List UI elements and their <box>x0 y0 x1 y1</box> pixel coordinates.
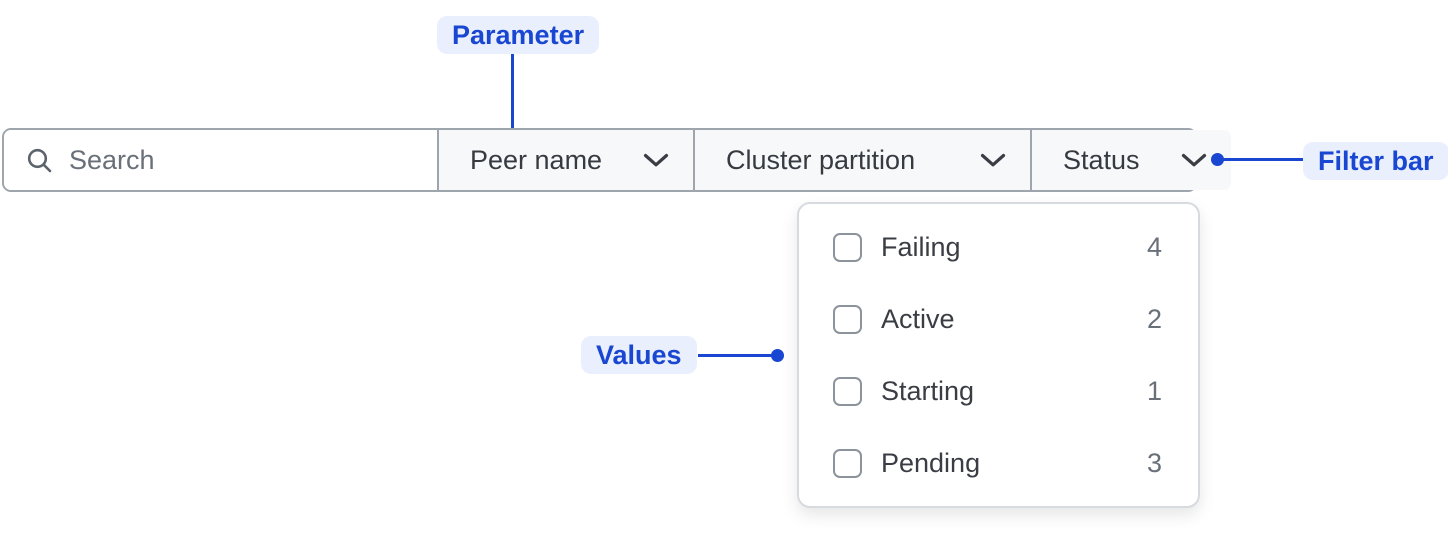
values-connector-line <box>698 354 773 357</box>
option-label: Active <box>881 303 955 334</box>
filter-option-starting[interactable]: Starting 1 <box>799 355 1198 427</box>
filter-bar-connector-line <box>1222 158 1303 161</box>
chevron-down-icon <box>643 153 669 166</box>
checkbox[interactable] <box>833 376 862 406</box>
option-count: 1 <box>1146 375 1162 406</box>
option-label: Starting <box>881 375 975 406</box>
filter-dropdown-cluster-partition[interactable]: Cluster partition <box>693 130 1030 190</box>
filter-bar-annotation-badge: Filter bar <box>1303 142 1448 180</box>
option-label: Pending <box>881 447 981 478</box>
filter-bar: Peer name Cluster partition Status <box>2 128 1231 192</box>
values-connector-dot <box>771 349 784 362</box>
filter-bar-connector-dot <box>1211 153 1224 166</box>
parameter-annotation-badge: Parameter <box>437 16 600 54</box>
status-filter-menu: Failing 4 Active 2 Starting 1 Pending 3 <box>797 202 1200 508</box>
search-section <box>4 130 437 190</box>
option-count: 3 <box>1146 447 1162 478</box>
dropdown-label: Peer name <box>470 144 603 175</box>
parameter-connector-line <box>511 54 514 139</box>
checkbox[interactable] <box>833 232 862 262</box>
dropdown-label: Status <box>1063 144 1140 175</box>
filter-option-pending[interactable]: Pending 3 <box>799 427 1198 499</box>
option-label: Failing <box>881 231 961 262</box>
search-input[interactable] <box>69 144 423 176</box>
filter-dropdown-status[interactable]: Status <box>1030 130 1231 190</box>
filter-option-active[interactable]: Active 2 <box>799 283 1198 355</box>
checkbox[interactable] <box>833 304 862 334</box>
search-icon <box>27 148 52 172</box>
checkbox[interactable] <box>833 448 862 478</box>
chevron-down-icon <box>1181 153 1207 166</box>
values-annotation-badge: Values <box>581 336 697 374</box>
filter-option-failing[interactable]: Failing 4 <box>799 211 1198 283</box>
filter-dropdown-peer-name[interactable]: Peer name <box>437 130 693 190</box>
dropdown-label: Cluster partition <box>726 144 916 175</box>
chevron-down-icon <box>980 153 1006 166</box>
option-count: 4 <box>1146 231 1162 262</box>
option-count: 2 <box>1146 303 1162 334</box>
